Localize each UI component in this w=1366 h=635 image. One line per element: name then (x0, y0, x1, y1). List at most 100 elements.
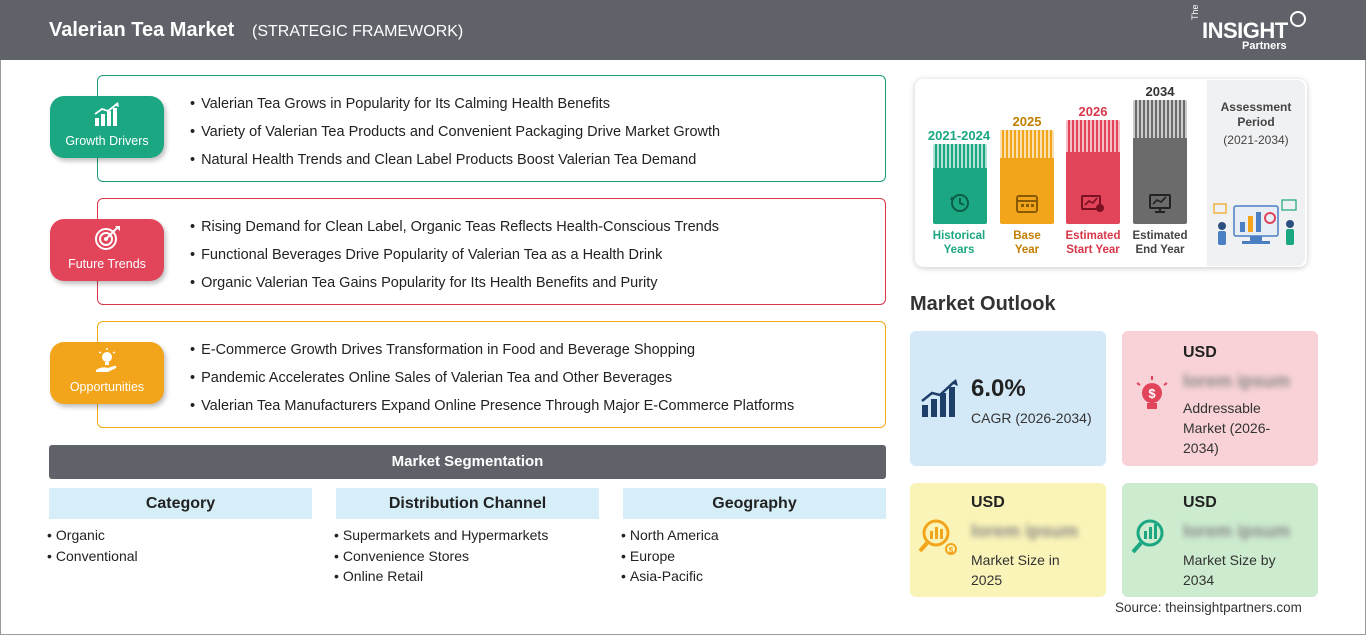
timeline-label-base: Base Year (987, 229, 1067, 257)
bar-stripes (1066, 120, 1120, 152)
cagr-chart-icon (921, 379, 958, 417)
addressable-market-card: $ USD lorem ipsum Addressable Market (20… (1122, 331, 1318, 466)
size-2034-value-blurred: lorem ipsum (1183, 521, 1291, 541)
list-item: Organic (47, 525, 312, 546)
size-2034-label-line: 2034 (1183, 572, 1215, 588)
timeline-year-historical: 2021-2024 (927, 128, 991, 143)
market-size-2025-card: $ USD lorem ipsum Market Size in 2025 (910, 483, 1106, 597)
timeline-label-line2: Year (1014, 244, 1040, 256)
logo-ring-icon (1290, 11, 1306, 27)
timeline-year-base: 2025 (1012, 114, 1042, 129)
cagr-card: 6.0% CAGR (2026-2034) (910, 331, 1106, 466)
header-bar: Valerian Tea Market (STRATEGIC FRAMEWORK… (0, 0, 1366, 60)
timeline-label-line1: Historical (932, 230, 986, 242)
future-trends-list: Rising Demand for Clean Label, Organic T… (190, 217, 719, 301)
size-2025-label-line: 2025 (971, 572, 1003, 588)
segment-geography: Geography North America Europe Asia-Paci… (623, 488, 886, 587)
future-trends-label: Future Trends (68, 257, 146, 271)
magnifier-growth-icon (1131, 519, 1164, 554)
assessment-label-line2: Period (1237, 115, 1275, 129)
bar-stripes (1000, 130, 1054, 158)
bulb-dollar-icon: $ (1136, 376, 1168, 409)
history-icon (950, 194, 969, 212)
list-item: Online Retail (334, 566, 599, 587)
list-item: Conventional (47, 546, 312, 567)
forecast-end-icon (1149, 194, 1171, 213)
market-outlook-title: Market Outlook (910, 293, 1056, 315)
logo-sub-text: Partners (1242, 40, 1287, 52)
timeline-bar-base (1000, 130, 1054, 224)
logo-the-text: The (1190, 4, 1200, 20)
size-2025-label: Market Size in 2025 (971, 550, 1060, 590)
size-2025-currency: USD (971, 494, 1005, 511)
addressable-label: Addressable Market (2026- 2034) (1183, 398, 1270, 458)
timeline-bar-historical (933, 144, 987, 224)
logo-main-text: INSIGHT (1202, 18, 1288, 43)
timeline-label-line2: Years (943, 244, 975, 256)
list-item: Europe (621, 546, 886, 567)
analytics-people-icon (1213, 199, 1297, 245)
segment-list: Supermarkets and Hypermarkets Convenienc… (334, 525, 599, 587)
market-size-2034-card: USD lorem ipsum Market Size by 2034 (1122, 483, 1318, 597)
segment-distribution-channel: Distribution Channel Supermarkets and Hy… (336, 488, 599, 587)
opportunities-label: Opportunities (69, 380, 145, 394)
svg-text:$: $ (1148, 386, 1156, 401)
timeline-bar-end (1133, 100, 1187, 224)
addressable-label-line: Addressable (1183, 400, 1261, 416)
cagr-value: 6.0% (971, 375, 1026, 402)
addressable-value-blurred: lorem ipsum (1183, 371, 1291, 391)
segment-heading: Geography (623, 488, 886, 519)
size-2034-currency: USD (1183, 494, 1217, 511)
list-item: Valerian Tea Manufacturers Expand Online… (190, 396, 794, 424)
segment-list: Organic Conventional (47, 525, 312, 566)
magnifier-chart-icon: $ (918, 519, 957, 555)
list-item: Supermarkets and Hypermarkets (334, 525, 599, 546)
addressable-label-line: Market (2026- (1183, 420, 1271, 436)
forecast-start-icon (1081, 195, 1104, 212)
list-item: Convenience Stores (334, 546, 599, 567)
addressable-currency: USD (1183, 344, 1217, 361)
opportunities-box: E-Commerce Growth Drives Transformation … (97, 321, 886, 428)
size-2034-label: Market Size by 2034 (1183, 550, 1276, 590)
cagr-label: CAGR (2026-2034) (971, 410, 1092, 426)
timeline-label-historical: Historical Years (919, 229, 999, 257)
svg-text:$: $ (949, 546, 954, 555)
page-title: Valerian Tea Market (49, 19, 235, 41)
list-item: Variety of Valerian Tea Products and Con… (190, 122, 720, 150)
timeline-label-line1: Base (1013, 230, 1041, 242)
assessment-period: (2021-2034) (1223, 133, 1289, 147)
segment-heading: Category (49, 488, 312, 519)
growth-drivers-label: Growth Drivers (65, 134, 149, 148)
page-subtitle: (STRATEGIC FRAMEWORK) (252, 23, 464, 40)
future-trends-box: Rising Demand for Clean Label, Organic T… (97, 198, 886, 305)
timeline-label-end: Estimated End Year (1120, 229, 1200, 257)
timeline-year-end: 2034 (1145, 84, 1175, 99)
timeline-bar-start (1066, 120, 1120, 224)
list-item: Natural Health Trends and Clean Label Pr… (190, 150, 720, 178)
list-item: E-Commerce Growth Drives Transformation … (190, 340, 794, 368)
timeline-label-line1: Estimated (1065, 230, 1121, 242)
bar-growth-icon (94, 102, 119, 126)
segment-list: North America Europe Asia-Pacific (621, 525, 886, 587)
calendar-icon (1016, 195, 1038, 213)
opportunities-list: E-Commerce Growth Drives Transformation … (190, 340, 794, 424)
source-link[interactable]: Source: theinsightpartners.com (1115, 600, 1302, 615)
insight-partners-logo[interactable]: The INSIGHT Partners (1190, 4, 1310, 54)
segment-category: Category Organic Conventional (49, 488, 312, 566)
list-item: Rising Demand for Clean Label, Organic T… (190, 217, 719, 245)
bar-stripes (1133, 100, 1187, 138)
idea-hand-icon (96, 348, 117, 372)
timeline-year-start: 2026 (1078, 104, 1108, 119)
list-item: North America (621, 525, 886, 546)
growth-drivers-list: Valerian Tea Grows in Popularity for Its… (190, 94, 720, 178)
size-2034-label-line: Market Size by (1183, 552, 1276, 568)
addressable-label-line: 2034) (1183, 440, 1219, 456)
assessment-label-line1: Assessment (1220, 100, 1292, 114)
timeline-label-start: Estimated Start Year (1053, 229, 1133, 257)
timeline-label-line1: Estimated (1132, 230, 1188, 242)
segmentation-title: Market Segmentation (49, 445, 886, 479)
bar-stripes (933, 144, 987, 168)
timeline-label-line2: Start Year (1066, 244, 1120, 256)
segment-heading: Distribution Channel (336, 488, 599, 519)
assessment-panel: Assessment Period (2021-2034) (1207, 80, 1305, 266)
